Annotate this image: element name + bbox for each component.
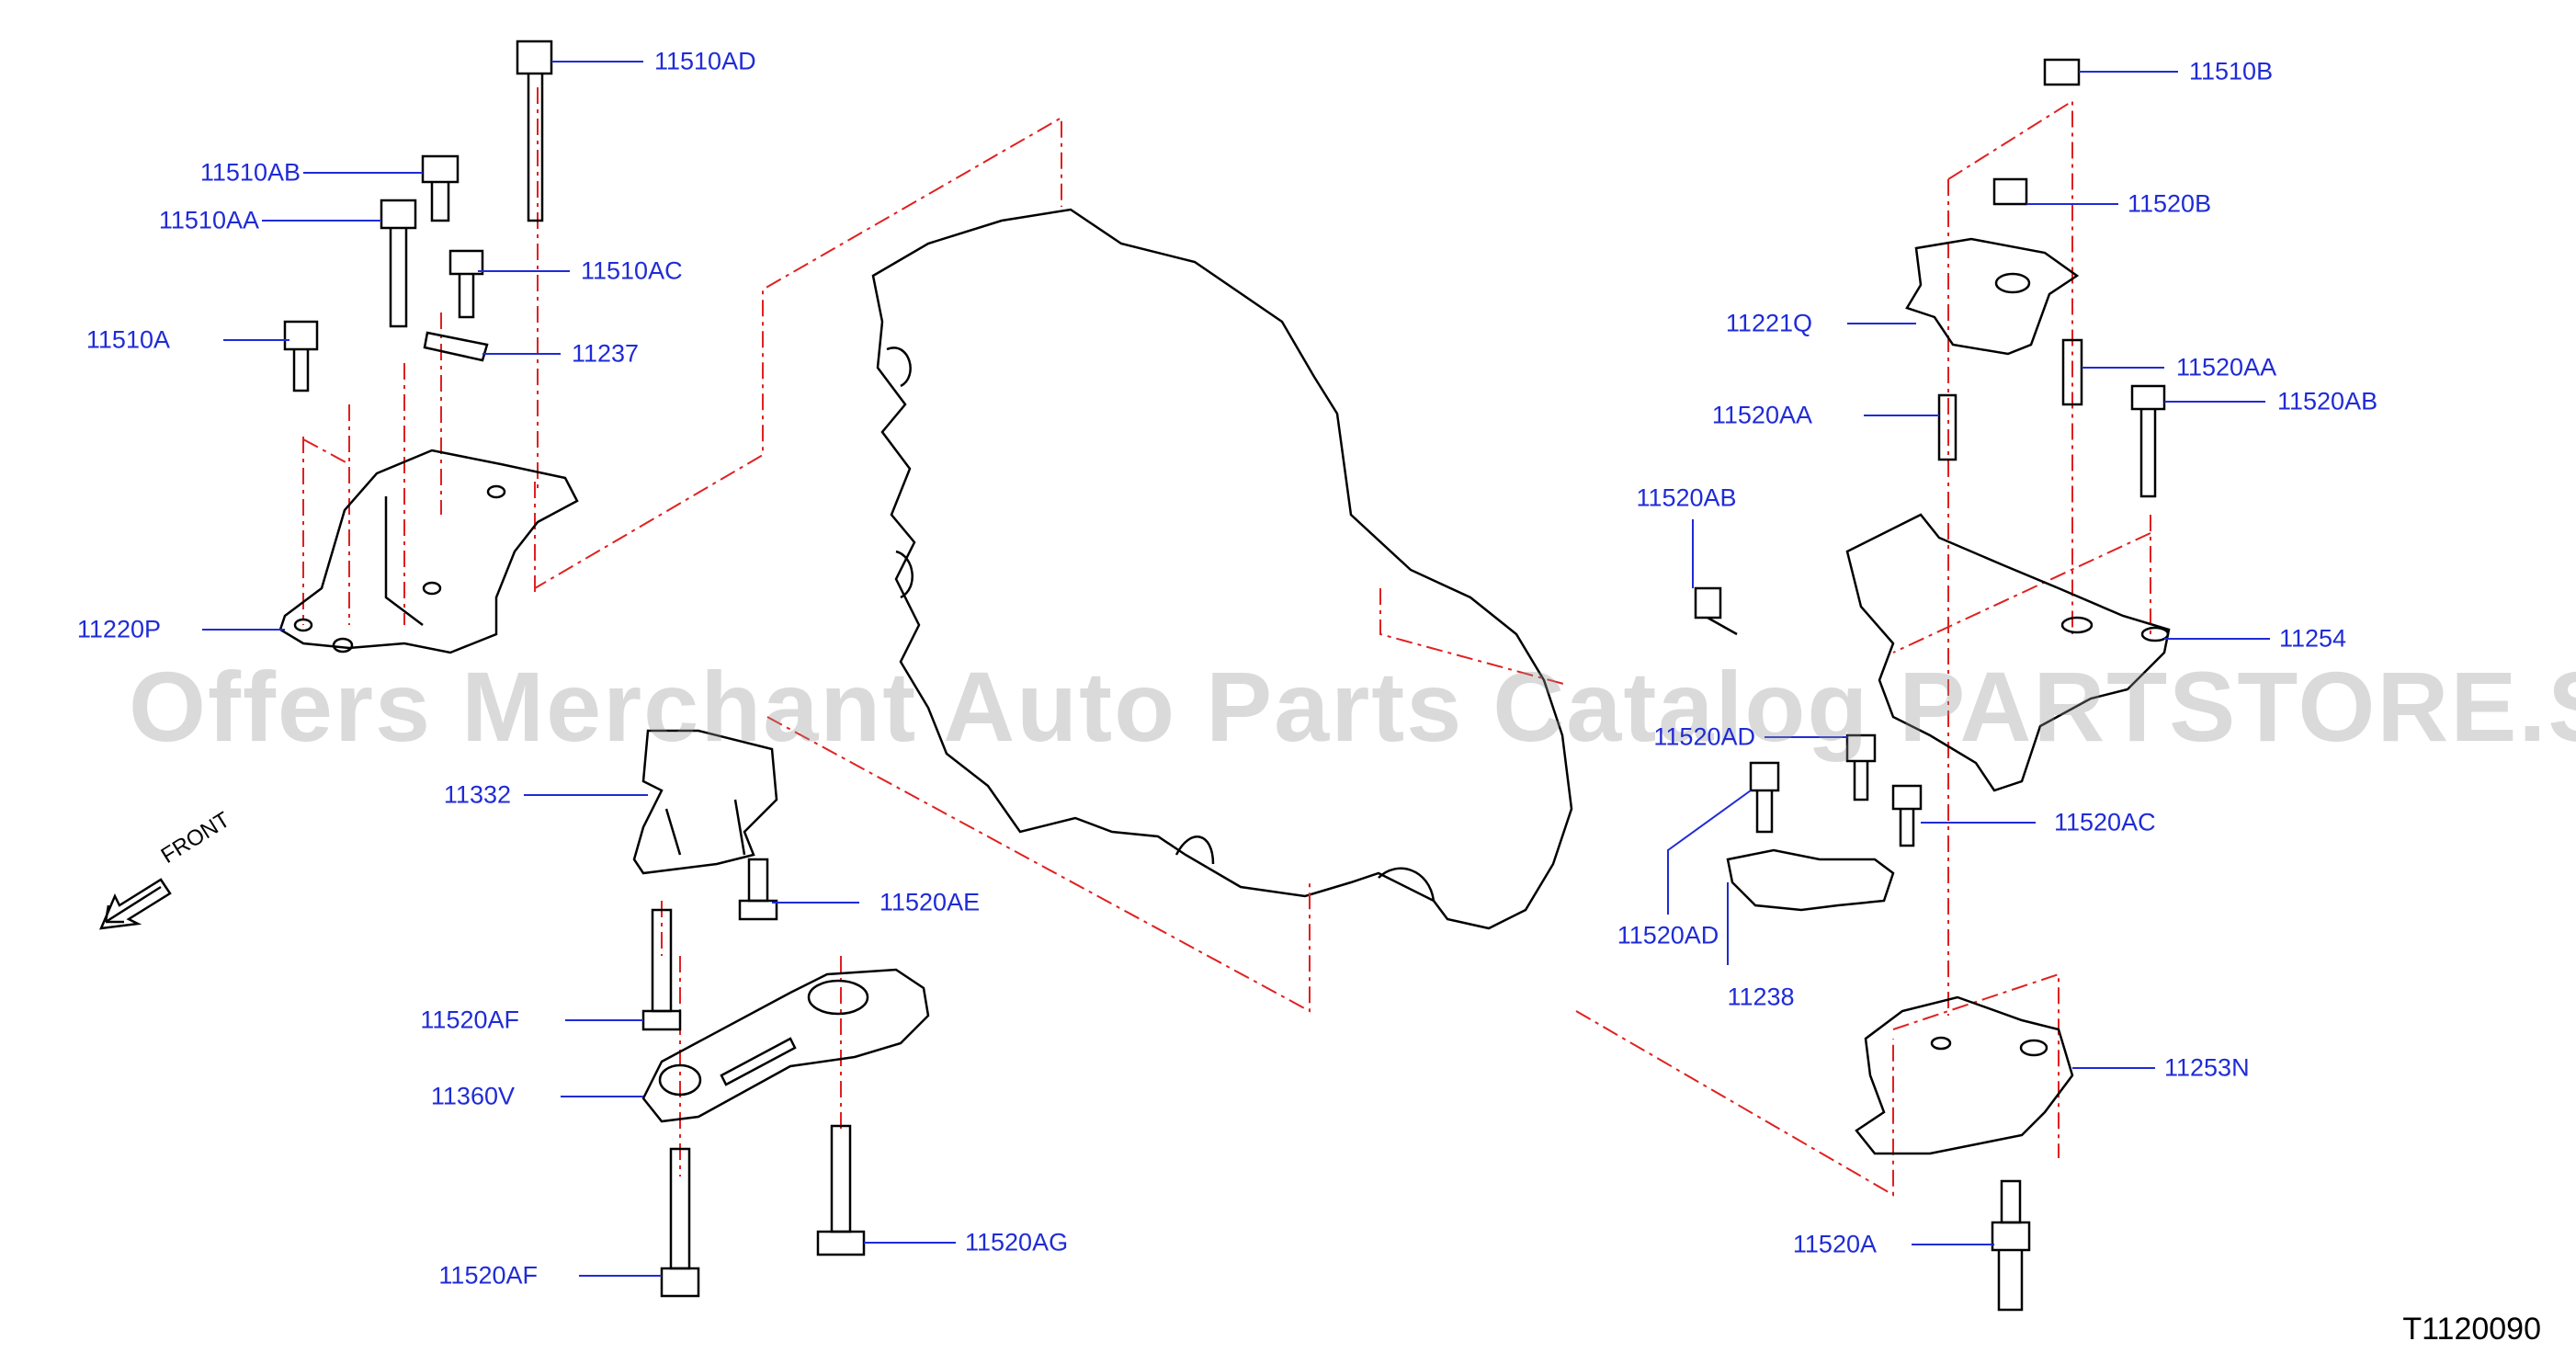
bolts-top-left bbox=[283, 40, 553, 392]
part-label-11520AD-lower[interactable]: 11520AD bbox=[1617, 921, 1719, 949]
part-label-11510AB[interactable]: 11510AB bbox=[199, 158, 301, 187]
part-label-11520AF-bottom[interactable]: 11520AF bbox=[438, 1261, 538, 1290]
part-label-11520AF-top[interactable]: 11520AF bbox=[420, 1006, 519, 1034]
part-label-11520A[interactable]: 11520A bbox=[1792, 1230, 1877, 1258]
bolts-lower-left bbox=[641, 858, 866, 1298]
part-label-11221Q[interactable]: 11221Q bbox=[1725, 309, 1812, 337]
part-label-11510B[interactable]: 11510B bbox=[2189, 57, 2274, 85]
left-mount-bracket bbox=[278, 449, 579, 654]
right-upper-mount bbox=[1905, 58, 2166, 498]
part-label-11520AD[interactable]: 11520AD bbox=[1653, 722, 1755, 751]
bracket-11332 bbox=[632, 729, 778, 875]
torque-rod-11360V bbox=[641, 968, 930, 1123]
part-label-11520AE[interactable]: 11520AE bbox=[879, 888, 981, 916]
part-label-11510AA[interactable]: 11510AA bbox=[158, 206, 259, 234]
bracket-11238 bbox=[1726, 733, 1923, 912]
part-label-11332[interactable]: 11332 bbox=[443, 780, 511, 809]
part-label-11520AA-left[interactable]: 11520AA bbox=[1711, 401, 1812, 429]
part-label-11360V[interactable]: 11360V bbox=[430, 1082, 515, 1110]
front-arrow-icon bbox=[98, 878, 172, 930]
part-label-11253N[interactable]: 11253N bbox=[2164, 1053, 2250, 1082]
bracket-11254 bbox=[1694, 513, 2171, 792]
part-label-11510A[interactable]: 11510A bbox=[85, 325, 170, 354]
engine-block bbox=[871, 208, 1573, 930]
assembly-dashed-lines bbox=[302, 87, 2151, 1197]
part-label-11510AD[interactable]: 11510AD bbox=[654, 47, 756, 75]
watermark-text: Offers Merchant Auto Parts Catalog PARTS… bbox=[129, 651, 2576, 762]
part-label-11510AC[interactable]: 11510AC bbox=[581, 256, 683, 285]
part-label-11520AB-right[interactable]: 11520AB bbox=[2277, 387, 2378, 415]
stud-11520A bbox=[1991, 1179, 2031, 1312]
diagram-code: T1120090 bbox=[2402, 1312, 2541, 1347]
part-label-11520AB-left[interactable]: 11520AB bbox=[1636, 483, 1737, 512]
part-label-11520B[interactable]: 11520B bbox=[2128, 189, 2212, 218]
part-label-11520AA-right[interactable]: 11520AA bbox=[2176, 353, 2277, 381]
part-label-11254[interactable]: 11254 bbox=[2279, 624, 2347, 653]
part-label-11237[interactable]: 11237 bbox=[572, 339, 640, 368]
part-label-11220P[interactable]: 11220P bbox=[76, 615, 161, 643]
leader-lines bbox=[202, 61, 2270, 1277]
part-label-11238[interactable]: 11238 bbox=[1727, 983, 1795, 1011]
bracket-11253N bbox=[1855, 995, 2074, 1155]
part-label-11520AC[interactable]: 11520AC bbox=[2054, 808, 2156, 836]
part-label-11520AG[interactable]: 11520AG bbox=[965, 1228, 1069, 1256]
